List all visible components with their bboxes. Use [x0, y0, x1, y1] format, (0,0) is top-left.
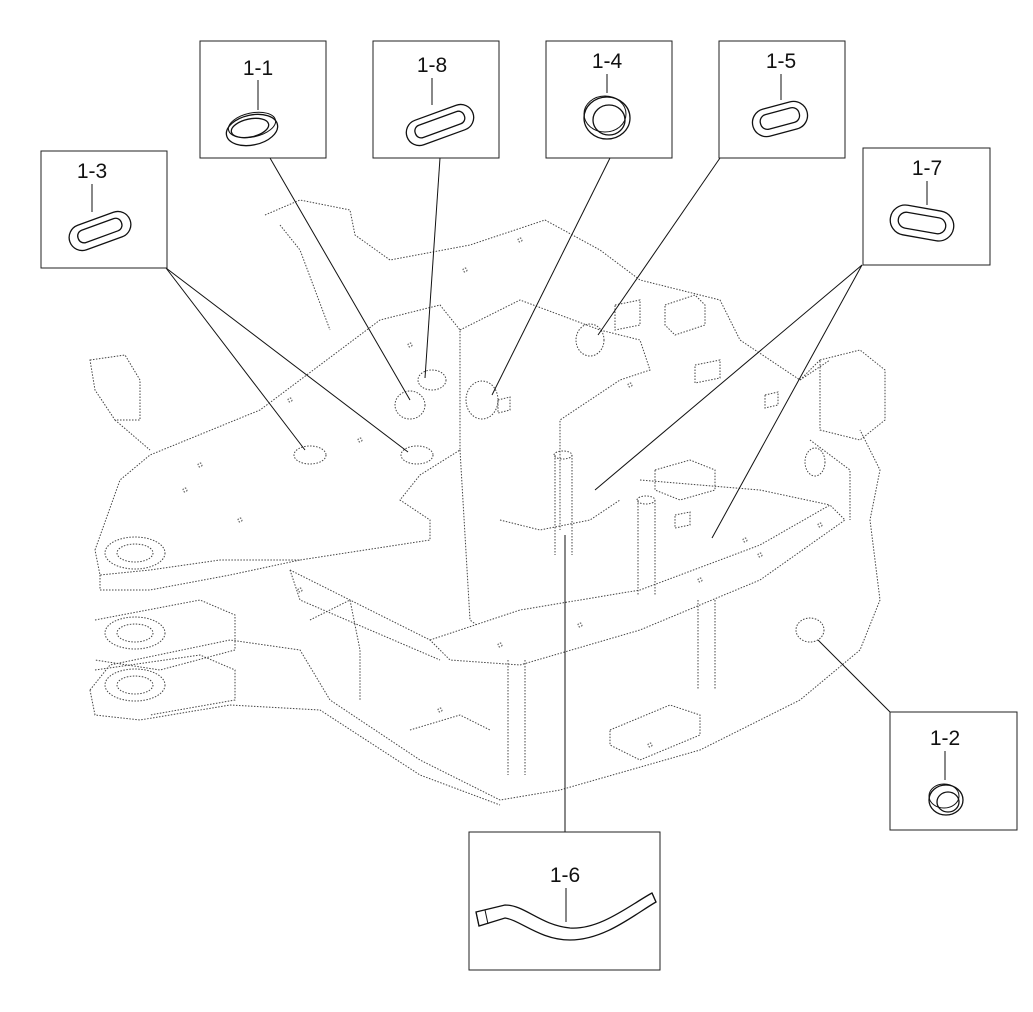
callout-1-5: 1-5 — [718, 40, 846, 159]
leader-lines — [165, 157, 891, 832]
oval-grommet-icon — [225, 111, 279, 147]
callout-label: 1-6 — [550, 864, 580, 887]
callout-1-1: 1-1 — [199, 40, 327, 159]
callout-1-2: 1-2 — [889, 711, 1018, 831]
callout-label: 1-5 — [766, 50, 796, 73]
oval-grommet-icon — [68, 210, 132, 252]
callout-label: 1-2 — [930, 727, 960, 750]
edge-trim-strip-icon — [475, 892, 657, 941]
callout-1-7: 1-7 — [862, 147, 991, 266]
callout-label: 1-8 — [417, 54, 447, 77]
oval-grommet-icon — [751, 100, 809, 138]
round-grommet-icon — [583, 95, 631, 140]
callout-label: 1-7 — [912, 157, 942, 180]
callout-label: 1-1 — [243, 57, 273, 80]
oval-grommet-icon — [405, 103, 475, 147]
upper-frame-drawing — [89, 199, 886, 806]
callout-1-6: 1-6 — [468, 831, 661, 971]
round-grommet-icon — [928, 783, 964, 816]
callout-1-8: 1-8 — [372, 40, 500, 159]
callout-label: 1-4 — [592, 50, 623, 73]
callout-label: 1-3 — [77, 160, 107, 183]
callout-1-4: 1-4 — [545, 40, 673, 159]
oval-grommet-icon — [889, 204, 955, 242]
callout-1-3: 1-3 — [40, 150, 168, 269]
